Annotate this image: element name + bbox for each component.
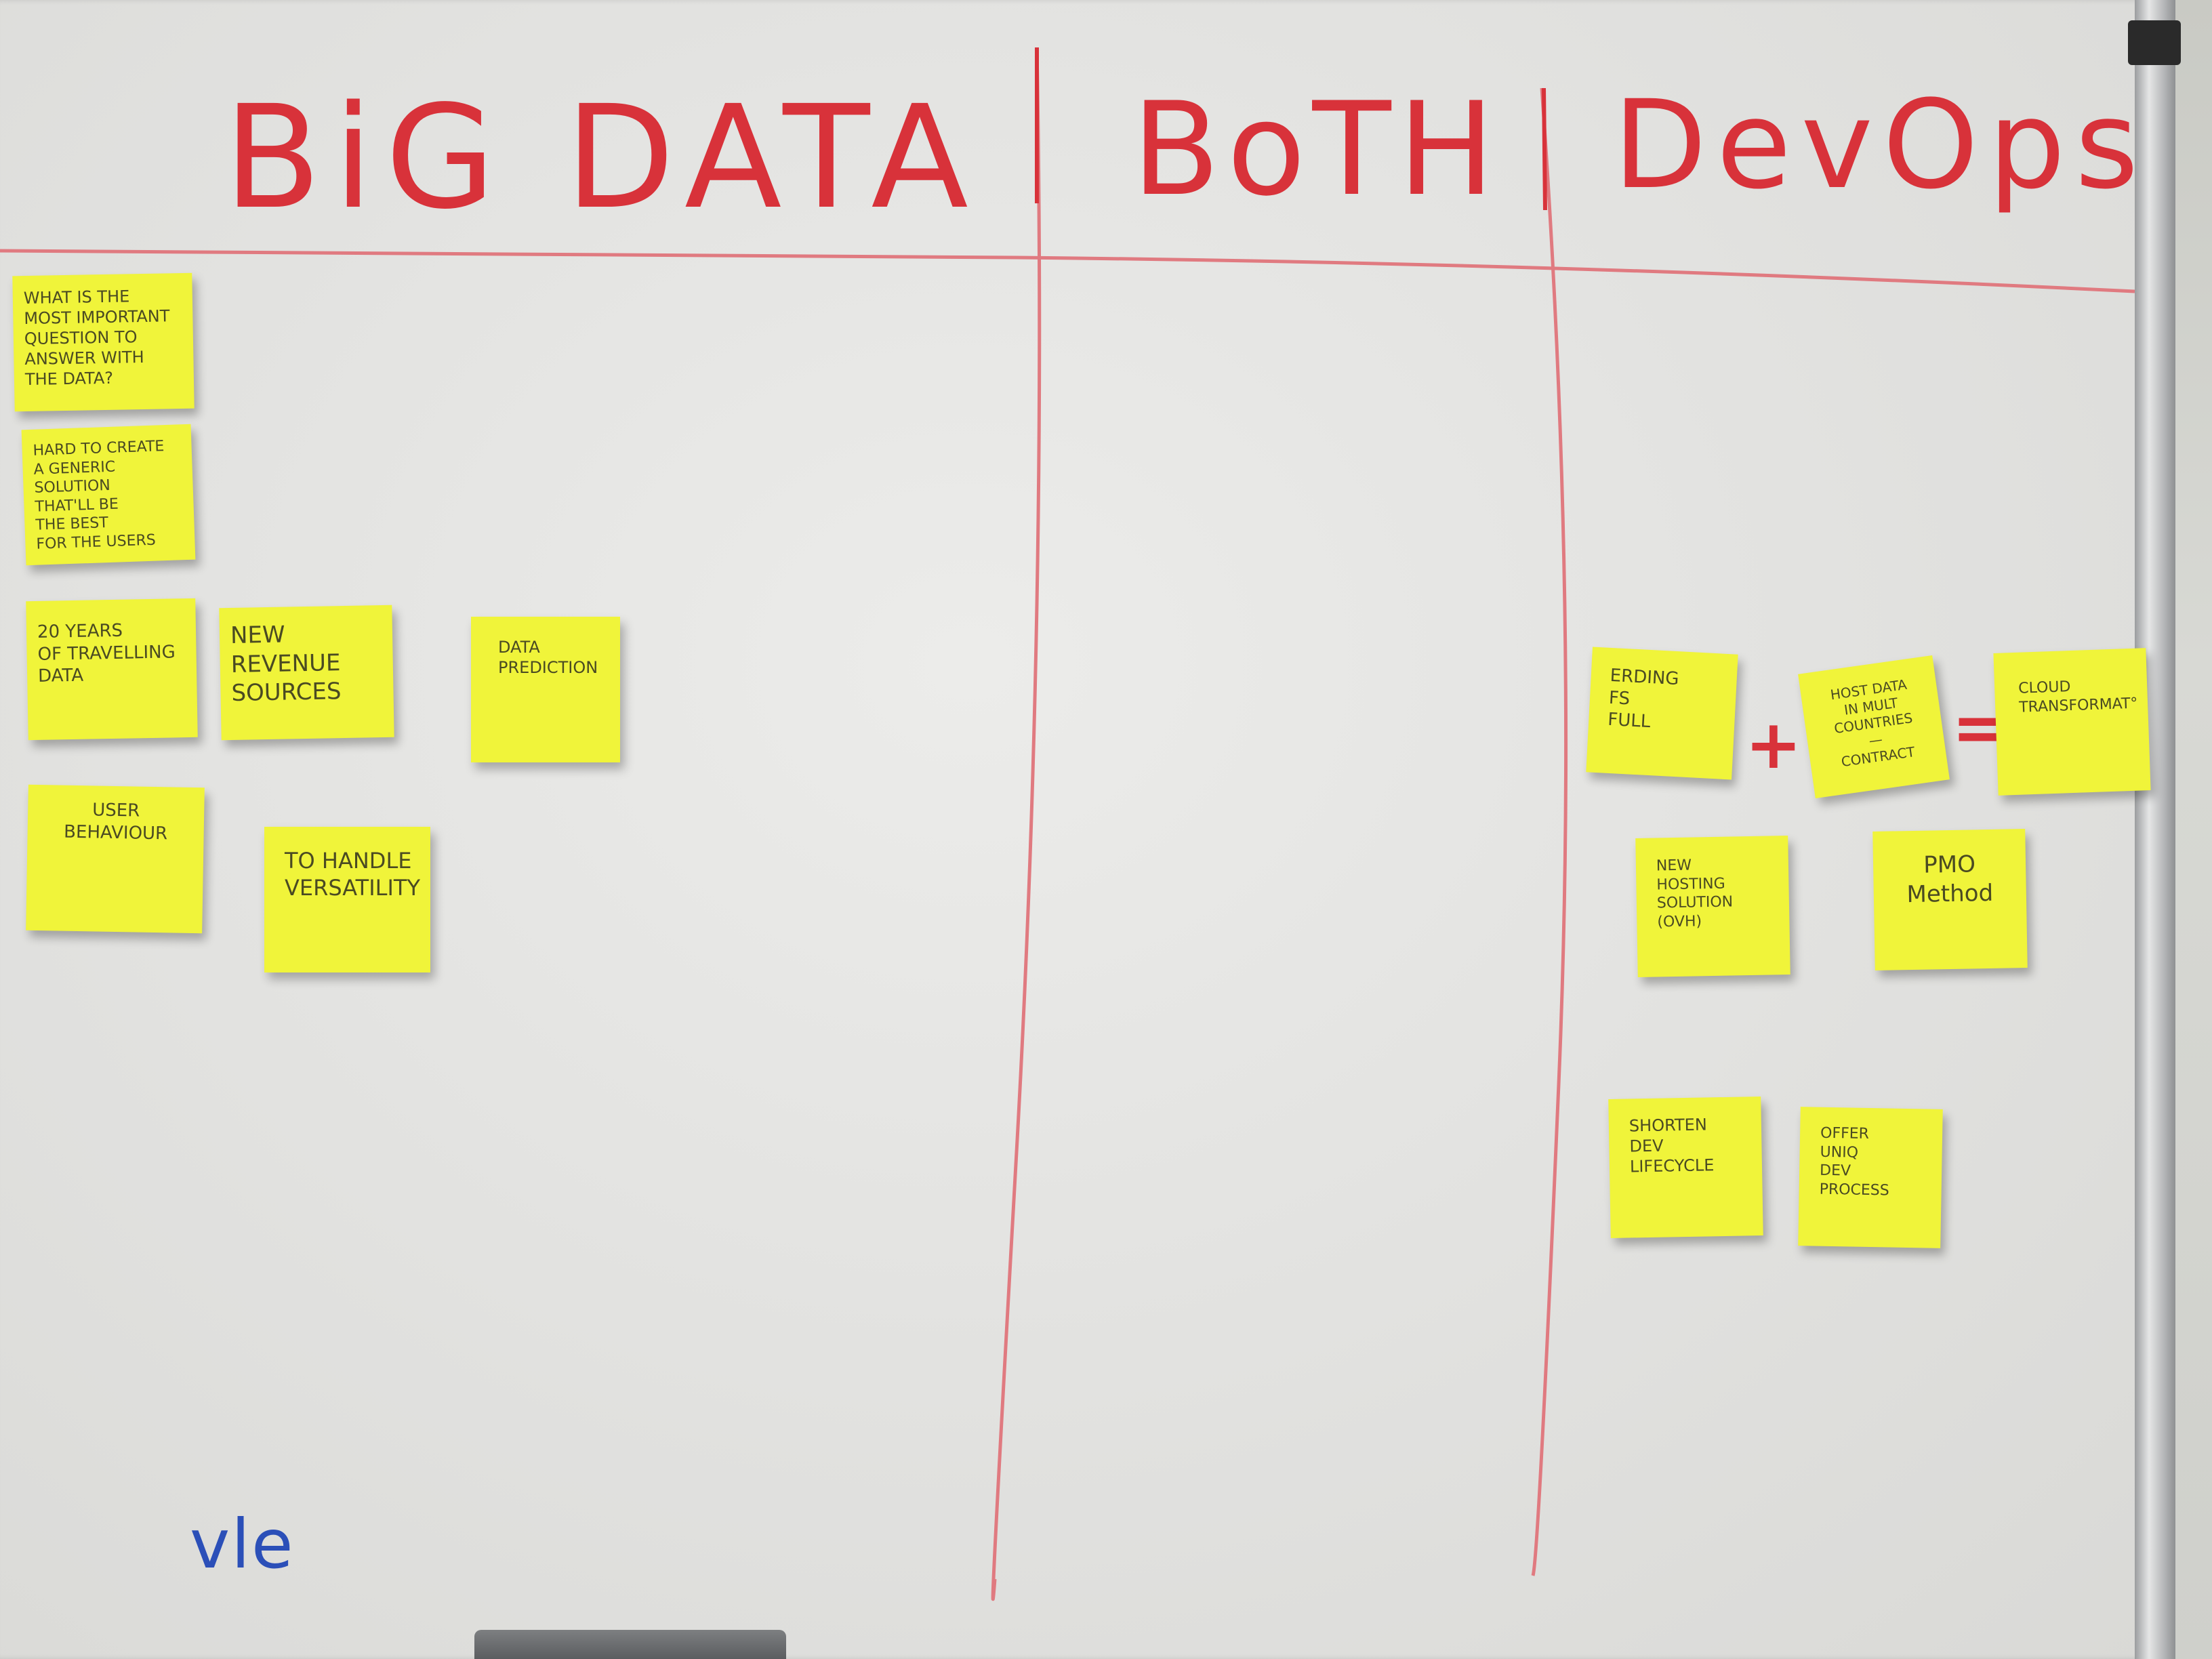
sticky-note[interactable]: DATA PREDICTION (471, 617, 620, 762)
sticky-note[interactable]: ERDING FS FULL (1586, 647, 1738, 780)
note-text: NEW REVENUE SOURCES (230, 621, 342, 707)
marker-tray (474, 1630, 786, 1659)
sticky-note[interactable]: OFFER UNIQ DEV PROCESS (1798, 1107, 1943, 1248)
column-divider-left (991, 47, 1042, 1601)
column-heading-big-data: BiG DATA (224, 75, 981, 241)
note-text: ERDING FS FULL (1607, 665, 1680, 733)
sticky-note[interactable]: HOST DATA IN MULT COUNTRIES — CONTRACT (1798, 655, 1950, 799)
sticky-note[interactable]: 20 YEARS OF TRAVELLING DATA (26, 598, 198, 741)
column-divider-right (1531, 87, 1568, 1576)
note-text: DATA PREDICTION (498, 638, 598, 677)
sticky-note[interactable]: SHORTEN DEV LIFECYCLE (1608, 1097, 1763, 1238)
note-text: USER BEHAVIOUR (63, 800, 168, 844)
marker-scribble: vle (190, 1504, 295, 1584)
board-frame-corner (2128, 20, 2181, 65)
note-text: HOST DATA IN MULT COUNTRIES — CONTRACT (1829, 676, 1917, 771)
sticky-note[interactable]: USER BEHAVIOUR (26, 784, 205, 934)
note-text: NEW HOSTING SOLUTION (OVH) (1656, 857, 1734, 930)
column-heading-both: BoTH (1132, 75, 1502, 224)
sticky-note[interactable]: PMO Method (1872, 829, 2028, 970)
sticky-note[interactable]: TO HANDLE VERSATILITY (264, 827, 430, 972)
header-tick-right (1542, 87, 1547, 211)
sticky-note[interactable]: NEW REVENUE SOURCES (219, 605, 394, 741)
sticky-note[interactable]: NEW HOSTING SOLUTION (OVH) (1635, 836, 1790, 977)
note-text: OFFER UNIQ DEV PROCESS (1819, 1124, 1889, 1199)
header-underline (0, 249, 2135, 293)
note-text: HARD TO CREATE A GENERIC SOLUTION THAT'L… (33, 438, 165, 553)
note-text: PMO Method (1906, 851, 1994, 908)
plus-sign: + (1745, 705, 1802, 784)
note-text: WHAT IS THE MOST IMPORTANT QUESTION TO A… (23, 287, 170, 390)
note-text: 20 YEARS OF TRAVELLING DATA (37, 620, 176, 687)
sticky-note[interactable]: HARD TO CREATE A GENERIC SOLUTION THAT'L… (21, 424, 196, 566)
note-text: CLOUD TRANSFORMAT° (2018, 678, 2138, 716)
sticky-note[interactable]: WHAT IS THE MOST IMPORTANT QUESTION TO A… (12, 272, 194, 412)
note-text: TO HANDLE VERSATILITY (285, 848, 420, 901)
note-text: SHORTEN DEV LIFECYCLE (1629, 1115, 1715, 1176)
sticky-note[interactable]: CLOUD TRANSFORMAT° (1993, 648, 2151, 796)
column-heading-devops: DevOps (1613, 75, 2148, 216)
board-frame-right (2135, 0, 2175, 1659)
